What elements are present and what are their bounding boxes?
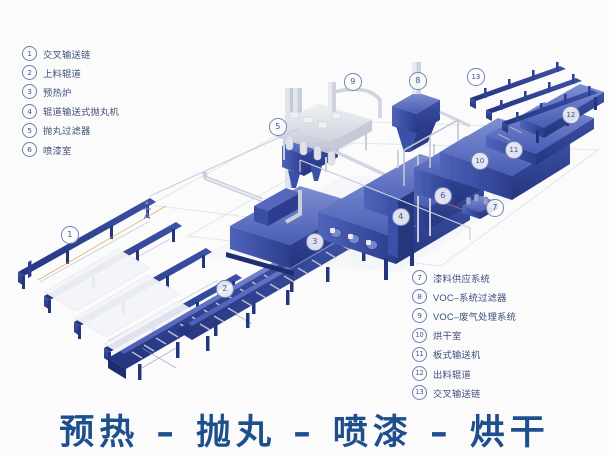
- legend-number: 11: [412, 346, 427, 362]
- callout-marker-10: 10: [471, 152, 489, 170]
- legend-item: 10 烘干室: [412, 326, 516, 345]
- walkway-railing: [149, 127, 471, 240]
- legend-item: 13 交叉输送链: [412, 383, 516, 402]
- callout-marker-4: 4: [392, 208, 410, 226]
- callout-marker-8: 8: [409, 72, 427, 90]
- callout-marker-9: 9: [344, 73, 362, 91]
- blast-turbines: [330, 228, 378, 250]
- legend-label: 抛丸过滤器: [43, 126, 91, 137]
- legend-number: 7: [412, 270, 427, 286]
- legend-number: 1: [22, 46, 37, 62]
- legend-item: 5 抛丸过滤器: [22, 121, 119, 140]
- legend-number: 5: [22, 122, 37, 138]
- legend-number: 10: [412, 327, 427, 343]
- legend-label: 烘干室: [433, 331, 462, 342]
- legend-right: 7 漆料供应系统 8 VOC–系统过滤器 9 VOC–废气处理系统 10 烘干室…: [412, 268, 516, 402]
- callout-marker-2: 2: [216, 280, 234, 298]
- process-title: 预热 – 抛丸 – 喷漆 – 烘干: [59, 413, 550, 453]
- legend-label: VOC–废气处理系统: [433, 311, 517, 322]
- legend-item: 6 喷漆室: [22, 140, 119, 159]
- legend-number: 6: [22, 142, 37, 158]
- legend-number: 12: [412, 366, 427, 382]
- callout-marker-12: 12: [562, 106, 580, 124]
- legend-item: 12 出料辊道: [412, 364, 516, 383]
- legend-number: 4: [22, 103, 37, 119]
- voc-exhaust-treatment-system: [276, 82, 382, 172]
- operator-figure: [143, 201, 151, 220]
- legend-label: 喷漆室: [43, 145, 72, 156]
- legend-item: 3 预热炉: [22, 82, 119, 101]
- callout-marker-11: 11: [505, 141, 523, 159]
- callout-marker-1: 1: [61, 226, 79, 244]
- legend-label: 辊道输送式抛丸机: [43, 107, 119, 118]
- legend-item: 2 上料辊道: [22, 63, 119, 82]
- legend-number: 2: [22, 65, 37, 81]
- legend-label: 板式输送机: [433, 350, 481, 361]
- callout-marker-5: 5: [269, 118, 287, 136]
- callout-marker-3: 3: [306, 233, 324, 251]
- legend-label: 交叉输送链: [433, 388, 481, 399]
- legend-left: 1 交叉输送链 2 上料辊道 3 预热炉 4 辊道输送式抛丸机 5 抛丸过滤器 …: [22, 44, 119, 159]
- legend-item: 1 交叉输送链: [22, 44, 119, 63]
- legend-number: 3: [22, 84, 37, 100]
- legend-item: 8 VOC–系统过滤器: [412, 287, 516, 306]
- legend-label: 漆料供应系统: [433, 273, 490, 284]
- legend-number: 13: [412, 385, 427, 401]
- legend-item: 11 板式输送机: [412, 345, 516, 364]
- legend-item: 7 漆料供应系统: [412, 268, 516, 287]
- legend-number: 9: [412, 308, 427, 324]
- legend-item: 9 VOC–废气处理系统: [412, 306, 516, 325]
- legend-label: 上料辊道: [43, 68, 81, 79]
- callout-marker-13: 13: [467, 68, 485, 86]
- callout-marker-6: 6: [434, 187, 452, 205]
- legend-label: 交叉输送链: [43, 49, 91, 60]
- cross-transfer-chain-outlet: [470, 62, 598, 133]
- callout-marker-7: 7: [486, 199, 504, 217]
- legend-number: 8: [412, 289, 427, 305]
- legend-label: 出料辊道: [433, 369, 471, 380]
- legend-label: VOC–系统过滤器: [433, 292, 507, 303]
- legend-item: 4 辊道输送式抛丸机: [22, 102, 119, 121]
- legend-label: 预热炉: [43, 87, 72, 98]
